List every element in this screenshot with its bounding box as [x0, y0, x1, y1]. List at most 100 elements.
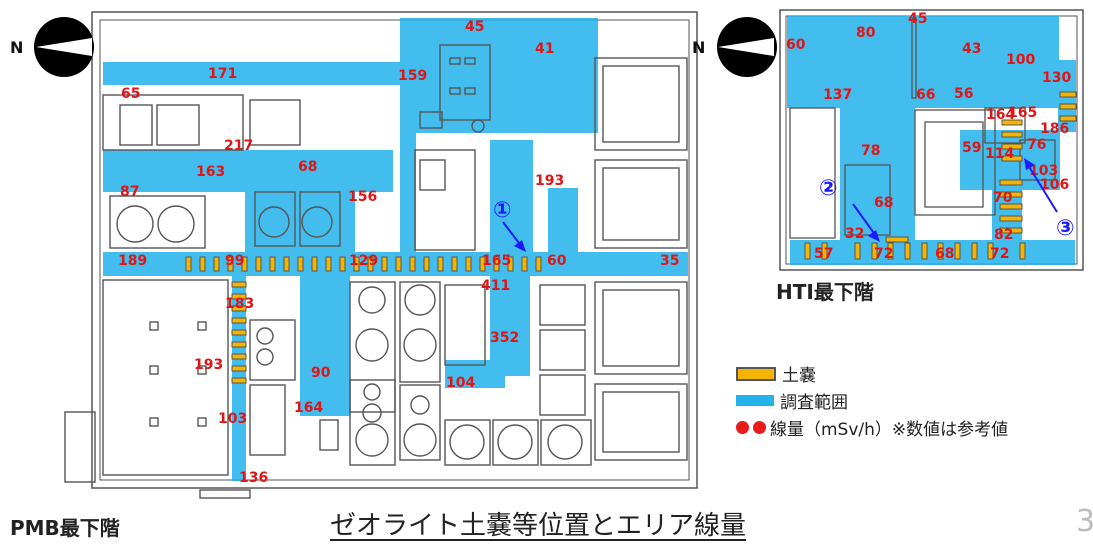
hti-outer-wall	[779, 9, 1084, 271]
dose-label: 104	[446, 375, 475, 391]
dose-label: 56	[954, 86, 973, 102]
dose-label: 76	[1027, 137, 1046, 153]
red-dot-icon	[736, 421, 749, 434]
dose-label: 70	[993, 190, 1013, 206]
legend-survey-area: 調査範囲	[736, 387, 1008, 414]
survey-area	[548, 188, 578, 252]
dose-label: 60	[547, 253, 567, 269]
dose-label: 99	[225, 253, 244, 269]
dose-label: 156	[348, 189, 377, 205]
pmb-rooms	[64, 44, 688, 499]
dose-label: 183	[225, 296, 254, 312]
marker-arrow	[1027, 164, 1058, 213]
dose-label: 186	[1040, 121, 1069, 137]
hti-north-label: N	[692, 38, 705, 57]
survey-area	[300, 276, 350, 416]
hti-rooms	[789, 17, 1056, 239]
dose-label: 100	[1006, 52, 1035, 68]
marker-2: ②	[819, 176, 880, 242]
marker-arrow	[852, 203, 877, 237]
arrowhead-icon	[1024, 158, 1035, 170]
legend-sandbag: 土嚢	[736, 360, 1008, 387]
arrowhead-icon	[514, 240, 526, 252]
dose-label: 114	[985, 146, 1014, 162]
pmb-dose-labels: 45 41 171 159 65 217 68 163 87 156 193 1…	[118, 19, 679, 486]
dose-label: 129	[349, 253, 378, 269]
dose-label: 35	[660, 253, 679, 269]
dose-label: 68	[874, 195, 893, 211]
hti-north-arrow-icon	[717, 17, 777, 77]
dose-label: 352	[490, 330, 519, 346]
pmb-plan-label: PMB最下階	[10, 516, 120, 540]
dose-label: 72	[990, 246, 1009, 262]
pmb-outer-wall	[91, 11, 698, 489]
legend-dose: 線量（mSv/h）※数値は参考値	[736, 414, 1008, 441]
dose-label: 59	[962, 140, 981, 156]
hti-sandbags	[804, 91, 1077, 260]
legend: 土嚢 調査範囲 線量（mSv/h）※数値は参考値	[736, 360, 1008, 441]
dose-label: 189	[118, 253, 147, 269]
dose-label: 80	[856, 25, 876, 41]
dose-label: 103	[218, 411, 247, 427]
dose-label: 136	[239, 470, 268, 486]
dose-label: 32	[845, 226, 864, 242]
dose-label: 87	[120, 184, 139, 200]
survey-area-swatch-icon	[736, 395, 774, 406]
dose-label: 130	[1042, 70, 1071, 86]
hti-plan-label: HTI最下階	[776, 280, 874, 304]
dose-label: 137	[823, 87, 852, 103]
survey-area	[790, 240, 1075, 265]
survey-area	[400, 18, 598, 133]
dose-label: 106	[1040, 177, 1069, 193]
dose-label: 78	[861, 143, 880, 159]
legend-sandbag-label: 土嚢	[782, 366, 816, 386]
page-number: 3	[1076, 504, 1093, 539]
dose-label: 68	[298, 159, 317, 175]
dose-label: 103	[1029, 163, 1058, 179]
dose-label: 68	[935, 246, 954, 262]
marker-label: ①	[493, 198, 512, 223]
dose-label: 164	[294, 400, 323, 416]
dose-label: 171	[208, 66, 237, 82]
survey-area	[787, 16, 1059, 108]
marker-1: ①	[493, 198, 526, 252]
pmb-floor-plan	[91, 11, 698, 489]
legend-survey-area-label: 調査範囲	[780, 393, 848, 413]
survey-area	[490, 140, 533, 252]
dose-label: 193	[535, 173, 564, 189]
dose-label: 65	[121, 86, 140, 102]
survey-area	[490, 276, 530, 376]
dose-label: 82	[994, 227, 1013, 243]
dose-label: 60	[786, 37, 806, 53]
dose-label: 163	[196, 164, 225, 180]
dose-label: 411	[481, 278, 510, 294]
dose-label: 72	[874, 246, 893, 262]
dose-label: 193	[194, 357, 223, 373]
hti-dose-labels: 45 80 60 43 100 137 130 66 56 165 164 18…	[786, 11, 1071, 262]
dose-label: 165	[1008, 105, 1037, 121]
survey-area	[103, 62, 400, 85]
pmb-north-arrow-icon	[34, 17, 94, 77]
dose-label: 165	[482, 253, 511, 269]
dose-label: 41	[535, 41, 554, 57]
slide-title: ゼオライト土嚢等位置とエリア線量	[330, 511, 747, 541]
dose-label: 159	[398, 68, 427, 84]
marker-label: ③	[1056, 216, 1075, 241]
dose-label: 217	[224, 138, 253, 154]
dose-label: 57	[814, 246, 833, 262]
dose-label: 43	[962, 41, 981, 57]
dose-label: 45	[465, 19, 484, 35]
dose-label: 66	[916, 87, 935, 103]
dose-label: 45	[908, 11, 927, 27]
survey-area	[400, 130, 416, 252]
marker-3: ③	[1024, 158, 1075, 241]
legend-dose-label: 線量（mSv/h）※数値は参考値	[770, 420, 1009, 440]
survey-area	[840, 105, 915, 245]
pmb-north-label: N	[10, 38, 23, 57]
dose-label: 90	[311, 365, 331, 381]
dose-label: 164	[986, 107, 1015, 123]
red-dot-icon	[753, 421, 766, 434]
arrowhead-icon	[868, 230, 880, 242]
sandbag-swatch-icon	[736, 366, 776, 381]
